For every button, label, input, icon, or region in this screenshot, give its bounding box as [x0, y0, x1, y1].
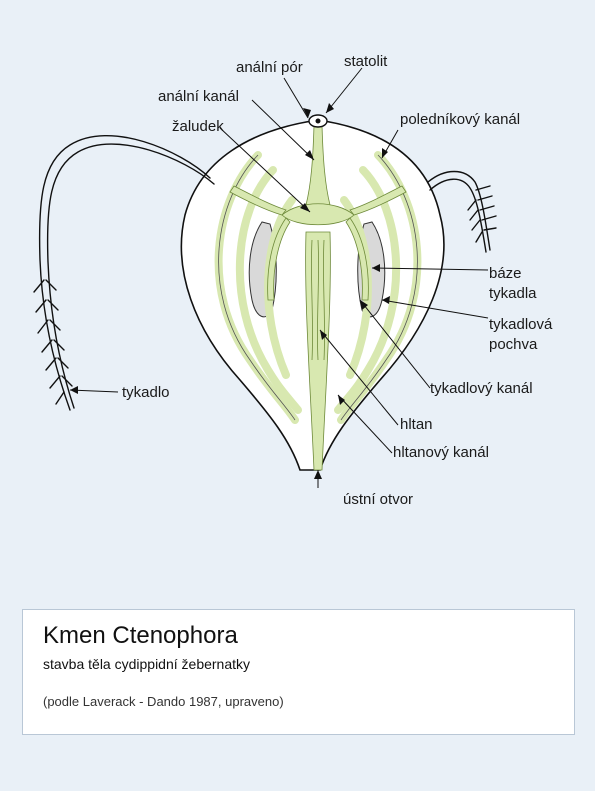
- meridional-canal-outlines: [218, 154, 418, 421]
- label-statolith: statolit: [344, 53, 388, 70]
- statolith-dot: [315, 118, 321, 124]
- label-tentacle-base-2: tykadla: [489, 285, 537, 302]
- label-tentacle: tykadlo: [122, 384, 170, 401]
- caption-subtitle: stavba těla cydippidní žebernatky: [43, 656, 251, 672]
- ctenophore-diagram: [33, 67, 497, 488]
- caption-credit: (podle Laverack - Dando 1987, upraveno): [43, 694, 284, 709]
- arrow-heads: [70, 103, 390, 479]
- label-meridional-canal: poledníkový kanál: [400, 111, 521, 128]
- label-tentacle-sheath-1: tykadlová: [489, 316, 553, 333]
- label-anal-pore: anální pór: [236, 59, 303, 76]
- label-tentacle-canal: tykadlový kanál: [430, 380, 533, 397]
- caption-box: Kmen Ctenophora stavba těla cydippidní ž…: [22, 609, 575, 735]
- pharynx-folds: [311, 239, 325, 361]
- tentacle-right: [427, 170, 497, 253]
- label-stomach: žaludek: [172, 118, 224, 135]
- label-mouth: ústní otvor: [343, 491, 414, 508]
- caption-title: Kmen Ctenophora: [43, 622, 238, 649]
- label-tentacle-sheath-2: pochva: [489, 336, 538, 353]
- label-tentacle-base-1: báze: [489, 265, 522, 282]
- tentacle-left: [33, 135, 215, 411]
- label-pharyngeal-canal: hltanový kanál: [393, 444, 489, 461]
- label-pharynx: hltan: [400, 416, 433, 433]
- label-anal-canal: anální kanál: [158, 88, 239, 105]
